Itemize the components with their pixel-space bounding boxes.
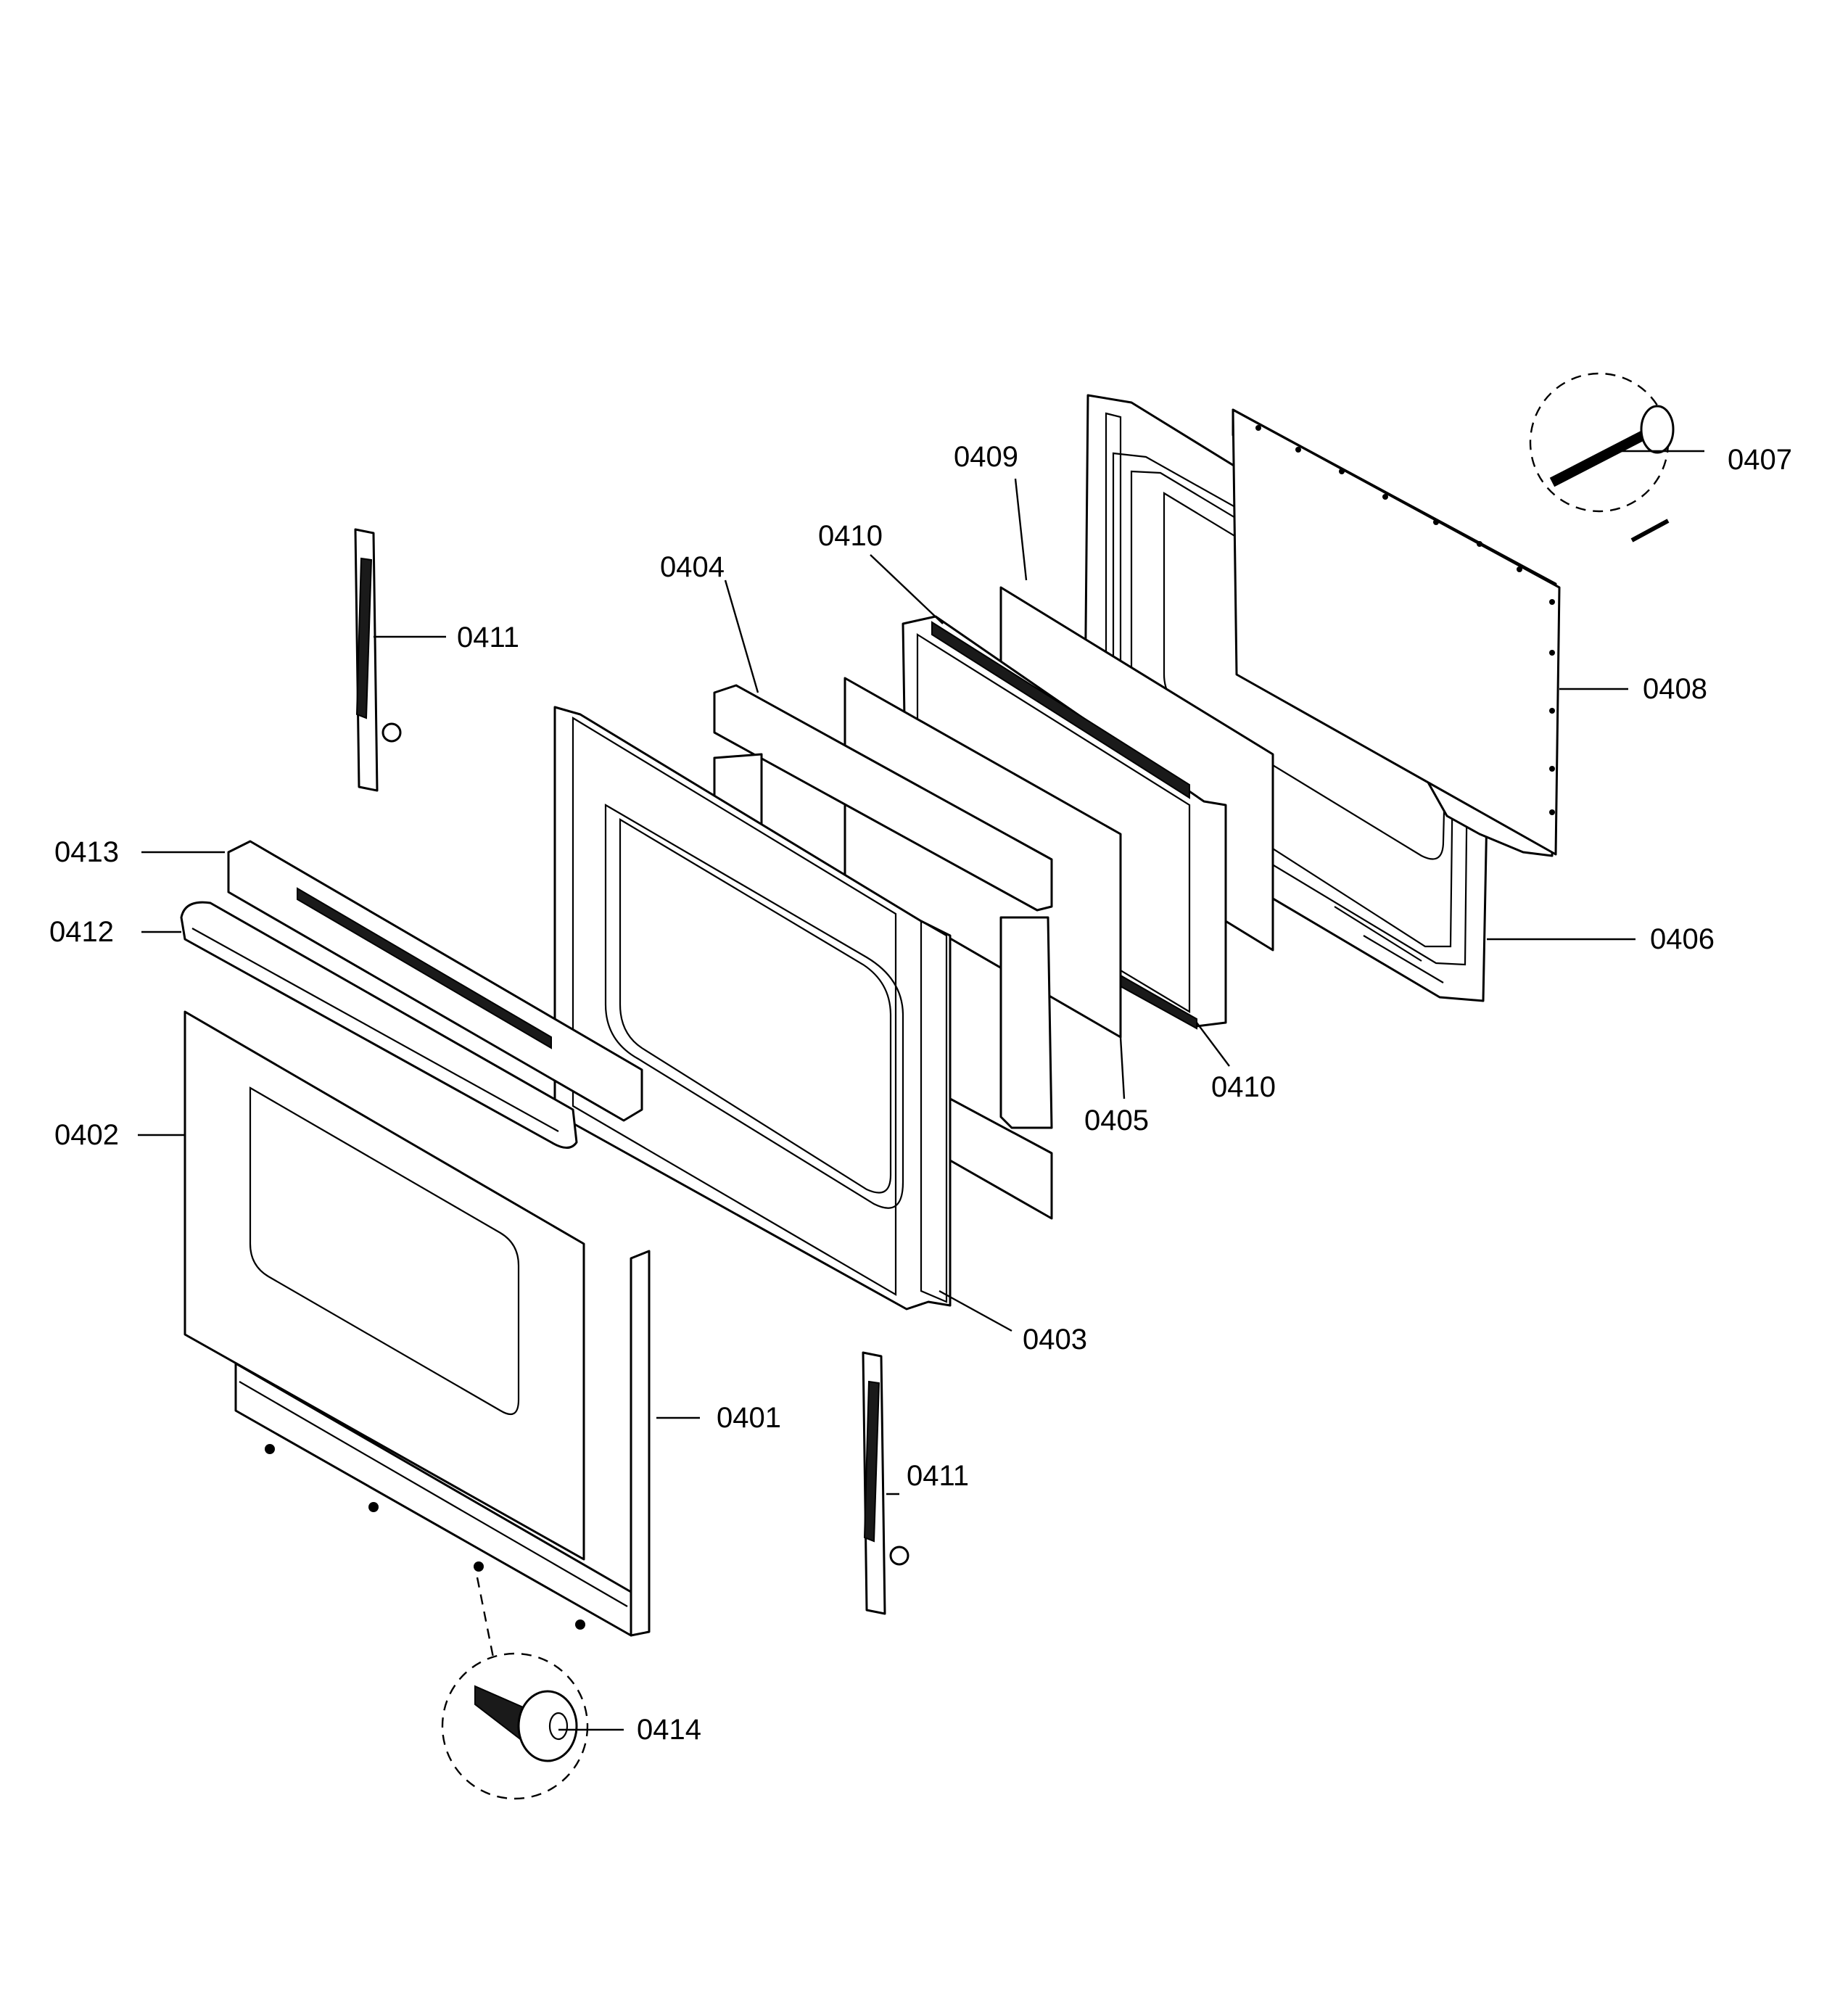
leader-lines [138,450,1704,1731]
callout-0403: 0403 [1023,1324,1087,1356]
callout-0414: 0414 [637,1714,701,1746]
callout-0410-bottom: 0410 [1211,1071,1276,1103]
callout-0402: 0402 [54,1119,119,1151]
callout-0407: 0407 [1728,444,1792,476]
callout-0408: 0408 [1643,673,1707,705]
hinge-0411-bottom [862,1351,909,1615]
callout-0409: 0409 [954,441,1018,473]
callout-0410-top: 0410 [818,520,883,552]
door-rail-0401 [234,1250,651,1637]
callout-0404: 0404 [660,551,725,583]
handle-0412 [180,901,578,1149]
hinge-0411-top [354,528,402,792]
callout-0405: 0405 [1084,1105,1149,1136]
callout-0411-bottom: 0411 [907,1460,969,1492]
screw-detail-0414 [441,1577,589,1800]
callout-0413: 0413 [54,836,119,868]
outer-door-0402 [183,1010,585,1561]
insulation-0404 [713,684,1053,1220]
callout-labels: 0411 0413 0412 0402 0401 0403 0404 0405 … [49,441,1792,1746]
callout-0401: 0401 [717,1402,781,1434]
callout-0406: 0406 [1650,923,1715,955]
callout-0412: 0412 [49,916,114,948]
top-trim-0413 [227,840,643,1122]
callout-0411-top: 0411 [457,622,519,653]
bolt-detail-0407 [1529,372,1675,542]
inner-door-frame-0403 [553,706,952,1311]
rear-sheet-0408 [1232,408,1561,857]
